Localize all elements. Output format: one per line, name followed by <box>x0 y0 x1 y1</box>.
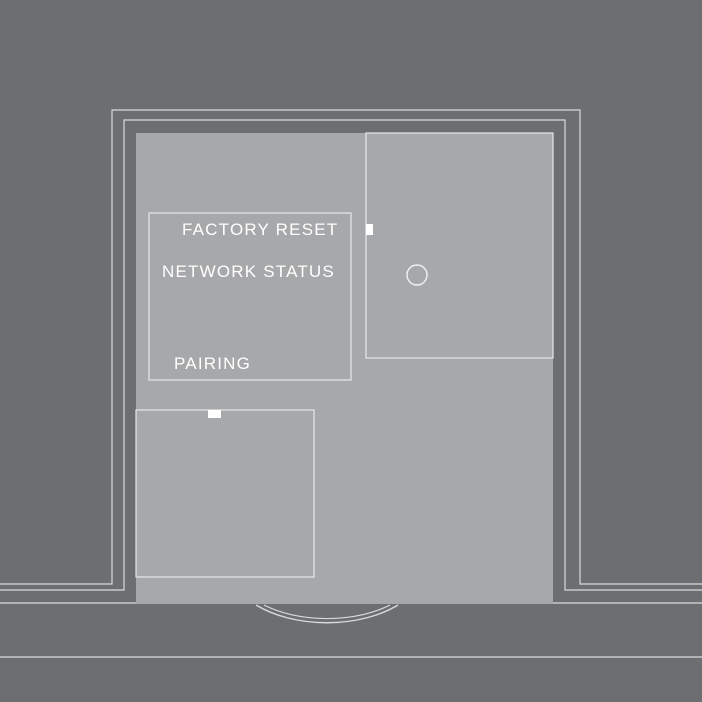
top-right-module <box>365 132 554 359</box>
network-status-label: NETWORK STATUS <box>162 262 335 281</box>
bottom-left-module <box>135 409 315 578</box>
button-label-box <box>148 212 352 381</box>
factory-reset-button-icon <box>366 224 373 235</box>
pairing-label: PAIRING <box>174 354 252 373</box>
enclosure-inner-outline <box>0 119 702 591</box>
status-ring-icon <box>406 264 428 286</box>
enclosure-outer-outline <box>0 109 702 585</box>
factory-reset-label: FACTORY RESET <box>182 220 339 239</box>
bottom-arc <box>255 604 399 624</box>
bottom-arc-inner <box>263 604 391 620</box>
pairing-led-icon <box>208 410 221 418</box>
device-panel <box>136 133 553 604</box>
